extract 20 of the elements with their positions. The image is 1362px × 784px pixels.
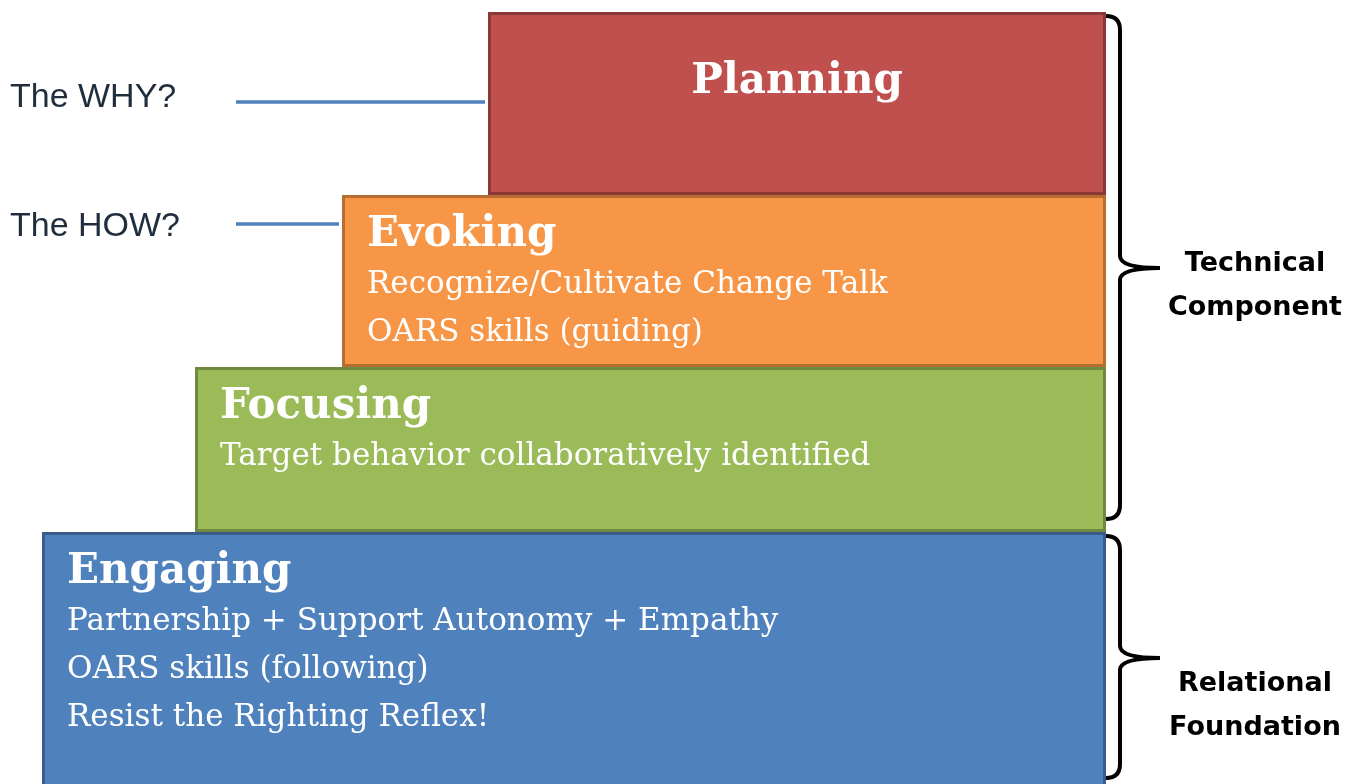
step-block: [42, 532, 1106, 784]
step-block: [195, 367, 1106, 532]
step-description: OARS skills (guiding): [367, 311, 704, 350]
bracket-label: Technical Component: [1166, 245, 1343, 323]
step-description: Partnership + Support Autonomy + Empathy: [67, 600, 780, 639]
bracket-label: Relational Foundation: [1168, 665, 1342, 743]
step-description: Target behavior collaboratively identified: [220, 435, 872, 474]
step-title: Engaging: [67, 543, 293, 595]
leader-line: [236, 222, 339, 226]
step-description: OARS skills (following): [67, 648, 430, 687]
step-block: [488, 12, 1106, 195]
step-block: [342, 195, 1106, 367]
step-title: Focusing: [220, 378, 433, 430]
step-description: Resist the Righting Reflex!: [67, 696, 491, 735]
step-title: Evoking: [367, 206, 558, 258]
step-description: Recognize/Cultivate Change Talk: [367, 263, 889, 302]
leader-line: [236, 100, 485, 104]
step-title: Planning: [690, 53, 904, 105]
side-question: The HOW?: [10, 204, 200, 244]
side-question: The WHY?: [10, 75, 200, 115]
